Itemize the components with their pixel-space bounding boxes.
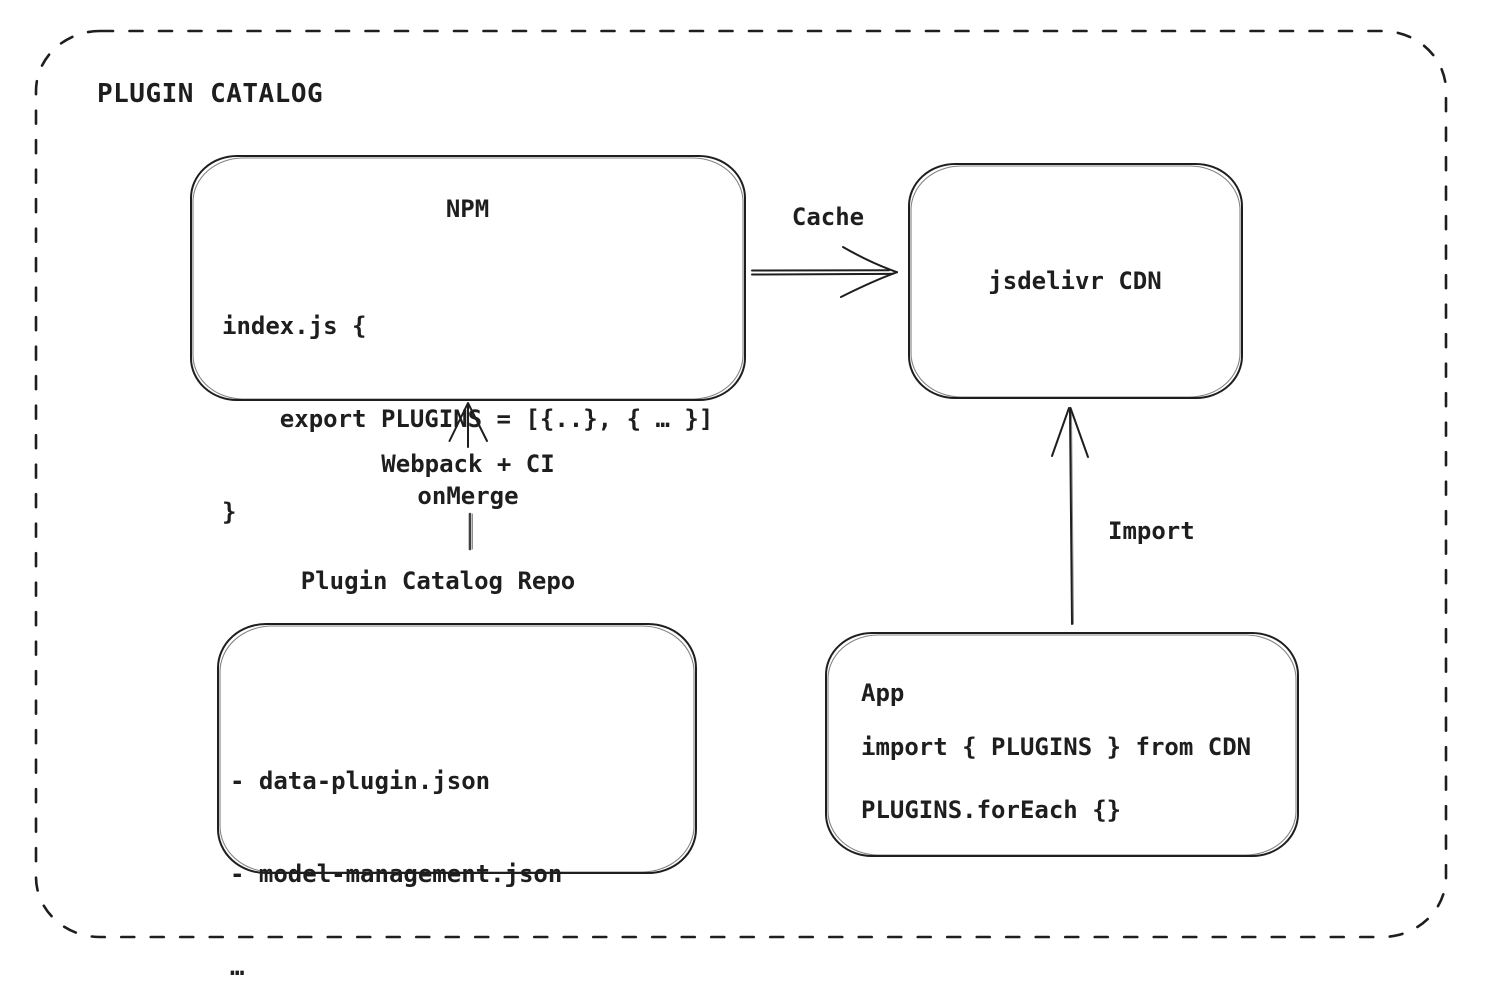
plugin-catalog-frame xyxy=(34,29,1448,939)
build-edge-label: Webpack + CI onMerge xyxy=(381,450,555,510)
repo-file-list: - data-plugin.json - model-management.js… xyxy=(230,705,562,1002)
npm-box-sketch-stroke xyxy=(192,157,744,400)
cache-arrowhead-lower xyxy=(840,271,898,298)
npm-code-line: export PLUGINS = [{..}, { … }] xyxy=(222,405,714,433)
npm-box xyxy=(190,155,746,401)
repo-file-item: - model-management.json xyxy=(230,860,563,888)
cdn-box-sketch-stroke xyxy=(910,165,1241,398)
repo-file-item: - data-plugin.json xyxy=(230,767,491,795)
cache-edge-label: Cache xyxy=(791,203,865,231)
repo-box-sketch-stroke xyxy=(219,625,695,873)
build-arrowhead-right xyxy=(467,403,488,442)
npm-code-block: index.js { export PLUGINS = [{..}, { … }… xyxy=(222,250,713,589)
cdn-node-label: jsdelivr CDN xyxy=(988,267,1162,295)
app-box-sketch-stroke xyxy=(827,634,1297,856)
import-arrowhead-left xyxy=(1051,407,1070,457)
import-arrow xyxy=(1051,407,1089,625)
cdn-box xyxy=(908,163,1243,399)
cache-arrow xyxy=(751,246,898,298)
repo-file-item: … xyxy=(230,953,245,981)
repo-node-title: Plugin Catalog Repo xyxy=(300,567,576,595)
import-arrow-stem xyxy=(1069,409,1073,625)
build-arrow xyxy=(448,402,488,551)
app-node-title: App xyxy=(861,679,905,707)
npm-code-line: } xyxy=(222,498,237,526)
cache-arrow-line-bottom xyxy=(751,272,894,276)
app-box xyxy=(825,632,1299,857)
frame-title: PLUGIN CATALOG xyxy=(97,79,324,109)
app-code-line: import { PLUGINS } from CDN xyxy=(861,733,1252,761)
import-edge-label: Import xyxy=(1108,517,1195,545)
import-arrowhead-right xyxy=(1069,407,1089,458)
app-code-line: PLUGINS.forEach {} xyxy=(861,796,1122,824)
npm-node-title: NPM xyxy=(445,195,490,223)
cache-arrowhead-upper xyxy=(842,246,898,274)
import-arrow-stem-sketch xyxy=(1071,411,1074,625)
npm-code-line: index.js { xyxy=(222,312,367,340)
repo-box xyxy=(217,623,697,874)
build-arrowhead-left xyxy=(448,403,469,442)
